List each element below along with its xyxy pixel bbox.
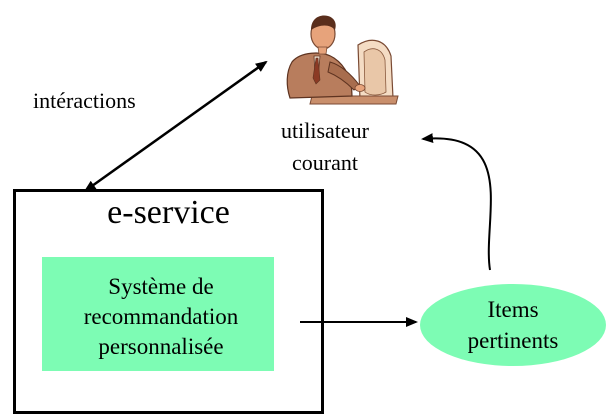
- relevant-items-line-1: Items: [487, 297, 539, 322]
- relevant-items-ellipse: [420, 284, 606, 366]
- recommendation-system-box: [42, 257, 274, 371]
- current-user-label: utilisateur courant: [255, 115, 395, 179]
- relevant-items-label: Items pertinents: [420, 285, 606, 365]
- recommendation-label-line-1: Système de: [108, 274, 214, 299]
- e-service-box: e-service Système de recommandation pers…: [13, 189, 324, 414]
- current-user-label-line-1: utilisateur: [281, 118, 369, 143]
- interactions-arrow: [83, 60, 268, 192]
- items-to-user-arrow: [421, 133, 492, 271]
- recommendation-label-line-2: recommandation: [83, 304, 239, 329]
- recommendation-system-label: Système de recommandation personnalisée: [45, 260, 277, 374]
- user-at-computer-icon: [286, 15, 399, 105]
- interactions-label: intéractions: [33, 88, 136, 113]
- current-user-label-line-2: courant: [292, 150, 358, 175]
- recommendation-label-line-3: personnalisée: [98, 334, 224, 359]
- e-service-title: e-service: [107, 194, 230, 231]
- relevant-items-line-2: pertinents: [467, 328, 559, 353]
